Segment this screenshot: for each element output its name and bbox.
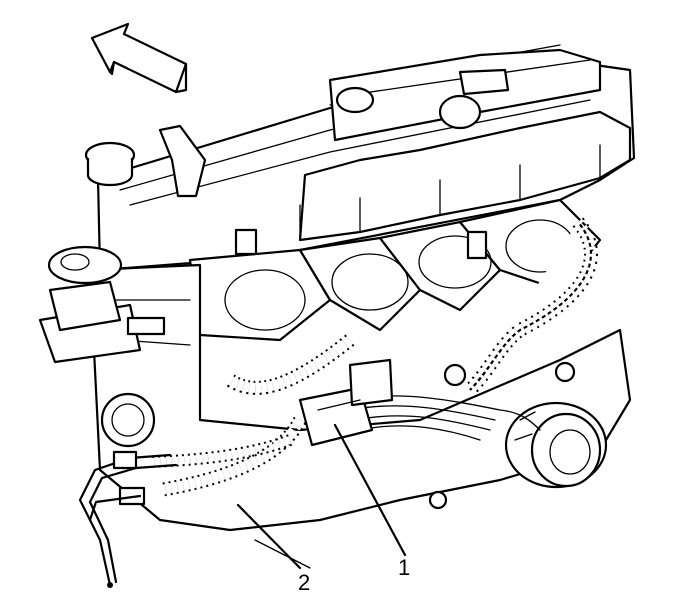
callout-label-2: 2 bbox=[298, 570, 310, 595]
engine-block bbox=[88, 263, 632, 532]
wiring-harness bbox=[149, 217, 598, 497]
fuel-lines bbox=[78, 450, 178, 588]
sensor-module bbox=[298, 358, 394, 447]
callout-label-1: 1 bbox=[398, 555, 410, 580]
oil-filter bbox=[504, 401, 608, 489]
direction-arrow-icon bbox=[90, 22, 188, 94]
intake-manifold bbox=[188, 198, 602, 342]
valve-cover bbox=[84, 44, 636, 272]
left-brackets bbox=[38, 245, 166, 364]
leader-lines bbox=[236, 423, 407, 570]
